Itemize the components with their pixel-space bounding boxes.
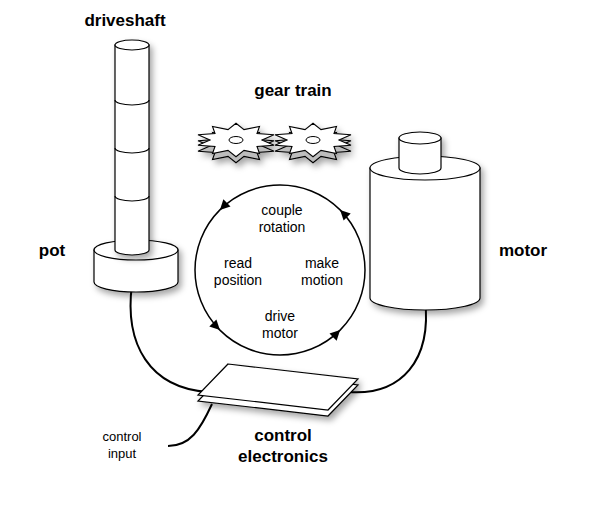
arrowhead xyxy=(209,320,220,331)
wires xyxy=(131,284,426,446)
part-name: gear train xyxy=(228,80,358,101)
cycle-circle xyxy=(195,185,365,355)
gear xyxy=(198,123,274,163)
arrowhead xyxy=(220,199,231,210)
arrowhead xyxy=(330,330,341,341)
gear-train-gears xyxy=(198,123,351,163)
cycle-step: couple rotation xyxy=(242,202,322,236)
arrowhead xyxy=(340,210,351,221)
gear xyxy=(275,123,351,163)
control-board xyxy=(198,364,358,416)
control-input-wire xyxy=(168,404,212,446)
driveshaft-bands xyxy=(115,100,149,201)
cycle-step: drive motor xyxy=(250,308,310,342)
signal-name: control input xyxy=(90,428,154,462)
part-name: motor xyxy=(483,240,563,261)
driveshaft-body xyxy=(115,40,149,255)
pot-wire xyxy=(131,284,208,392)
cycle-step: read position xyxy=(203,255,273,289)
motor-wire xyxy=(348,299,426,392)
part-name: pot xyxy=(22,240,82,261)
part-name: control electronics xyxy=(218,425,348,467)
cycle-step: make motion xyxy=(291,255,353,289)
part-name: driveshaft xyxy=(60,10,190,31)
motor-body xyxy=(370,132,480,310)
